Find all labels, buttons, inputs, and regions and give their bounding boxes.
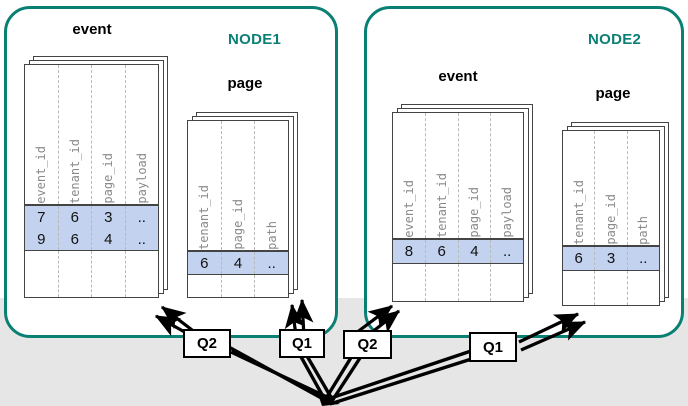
table-row[interactable]: 8 6 4 .. [393, 239, 523, 264]
cell-payload: .. [490, 240, 523, 263]
table-title-node2-event: event [438, 68, 478, 85]
column-header-path: path [626, 131, 659, 245]
query-label-node1-q2[interactable]: Q2 [183, 329, 231, 358]
column-header-payload: payload [124, 65, 159, 204]
node-label-node1: NODE1 [228, 31, 282, 48]
node-label-node2: NODE2 [588, 31, 642, 48]
cell-page_id: 4 [457, 240, 491, 263]
cell-tenant_id: 6 [424, 240, 458, 263]
cell-page_id: 4 [220, 252, 255, 274]
column-header-tenant_id: tenant_id [57, 65, 92, 204]
table-header-node1-event: event_id tenant_id page_id payload [25, 65, 158, 205]
cell-payload: .. [124, 206, 159, 228]
table-title-node1-event: event [72, 21, 112, 38]
cell-tenant_id: 6 [200, 254, 209, 272]
column-header-page_id: page_id [91, 65, 125, 204]
table-node1-page[interactable]: tenant_id page_id path 6 4 .. [187, 120, 289, 298]
column-header-path: path [254, 121, 288, 250]
cell-tenant_id: 6 [57, 228, 92, 250]
cell-tenant_id: 6 [574, 250, 583, 267]
cell-page_id: 3 [594, 247, 626, 270]
table-empty-rows [188, 275, 288, 297]
cell-event_id: 7 [37, 208, 46, 226]
query-label-node1-q1[interactable]: Q1 [279, 329, 325, 358]
table-row[interactable]: 9 6 4 .. [25, 228, 158, 251]
column-header-page_id: page_id [594, 131, 626, 245]
table-header-node2-event: event_id tenant_id page_id payload [393, 113, 523, 239]
table-title-node1-page: page [227, 75, 263, 92]
table-empty-rows [563, 271, 659, 305]
table-row[interactable]: 6 3 .. [563, 246, 659, 271]
column-header-payload: payload [490, 113, 523, 238]
table-node2-page[interactable]: tenant_id page_id path 6 3 .. [562, 130, 660, 306]
table-empty-rows [393, 264, 523, 301]
table-header-node1-page: tenant_id page_id path [188, 121, 288, 251]
table-node1-event[interactable]: event_id tenant_id page_id payload 7 6 3… [24, 64, 159, 298]
table-node2-event[interactable]: event_id tenant_id page_id payload 8 6 4… [392, 112, 524, 302]
cell-event_id: 8 [404, 243, 414, 260]
cell-tenant_id: 6 [57, 206, 92, 228]
table-row[interactable]: 6 4 .. [188, 251, 288, 275]
cell-event_id: 9 [37, 230, 46, 248]
cell-payload: .. [124, 228, 159, 250]
column-header-tenant_id: tenant_id [424, 113, 458, 238]
query-label-node2-q2[interactable]: Q2 [343, 330, 392, 359]
cell-path: .. [254, 252, 288, 274]
cell-path: .. [626, 247, 659, 270]
cell-page_id: 4 [91, 228, 125, 250]
table-title-node2-page: page [595, 85, 631, 102]
cell-page_id: 3 [91, 206, 125, 228]
column-header-page_id: page_id [220, 121, 255, 250]
table-row[interactable]: 7 6 3 .. [25, 205, 158, 228]
column-header-page_id: page_id [457, 113, 491, 238]
query-label-node2-q1[interactable]: Q1 [469, 332, 517, 362]
table-header-node2-page: tenant_id page_id path [563, 131, 659, 246]
table-empty-rows [25, 251, 158, 297]
